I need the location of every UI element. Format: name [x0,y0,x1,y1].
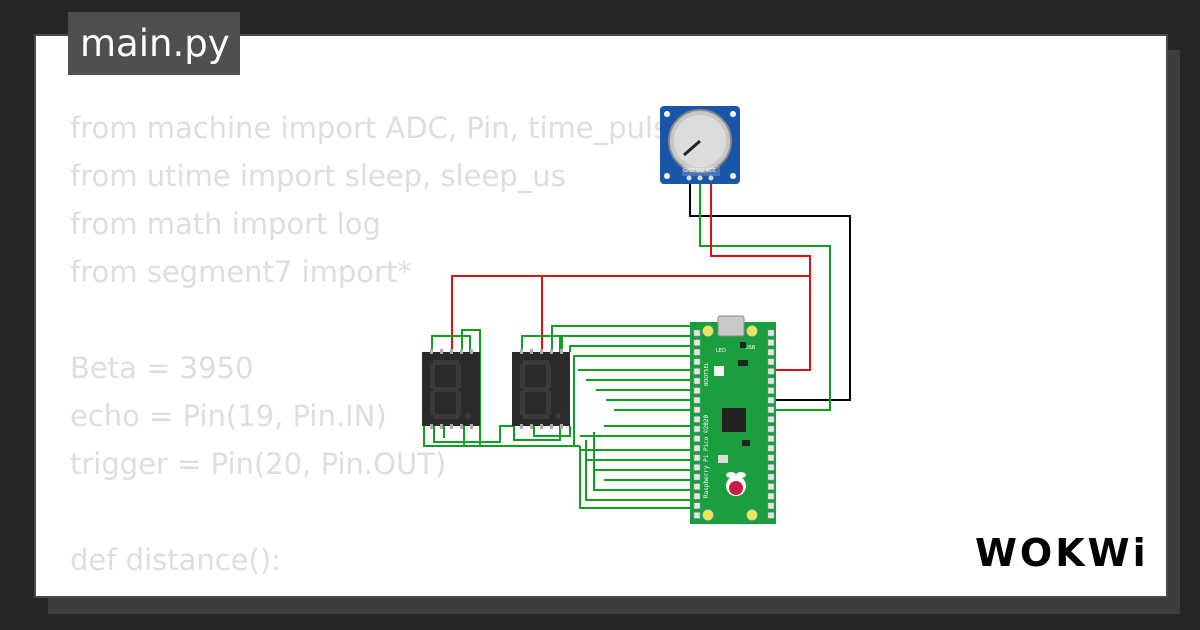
header-pin [693,348,701,356]
header-pin [693,387,701,394]
wire-green [431,335,471,352]
header-pin [767,435,775,442]
header-pin [767,502,775,510]
header-pin [693,329,701,337]
header-pin [767,473,775,481]
header-pin [693,435,701,442]
mounting-hole [702,325,714,337]
wire-green [569,345,692,352]
wire-sig [699,178,831,411]
header-pin [693,406,701,414]
header-pin [693,377,701,385]
header-pin [693,502,701,510]
header-pin [693,464,701,471]
wire-green [573,355,692,446]
wire-green [423,426,470,447]
header-pin [693,339,701,346]
header-pin [767,377,775,385]
wire-green [579,446,692,509]
header-pin [767,492,775,500]
header-pin [693,454,701,462]
pin-headers [693,329,775,519]
header-pin [767,339,775,346]
header-pin [767,454,775,462]
header-pin [767,406,775,414]
header-pin [693,473,701,481]
pin-label-vcc: VCC [706,168,717,174]
code-line: echo = Pin(19, Pin.IN) [70,399,387,433]
pin-label-gnd: GND [683,168,695,174]
wire-gnd [689,178,851,401]
seven-segment-display-2[interactable] [512,349,570,429]
wire-vcc [710,178,811,371]
code-line: def distance(): [70,543,281,577]
wires [423,178,851,509]
mounting-hole [702,509,714,521]
wire-green [463,426,580,447]
header-pin [767,425,775,433]
bootsel-label: BOOTSEL [704,362,710,386]
bootsel-button[interactable] [714,366,724,376]
mounting-hole [746,325,758,337]
code-line: from segment7 import* [70,255,412,289]
potentiometer[interactable]: GND SIG VCC [660,106,740,184]
header-pin [693,358,701,366]
raspberry-pi-pico[interactable]: USB LED Raspberry Pi Pico ©2020 BOOTSEL [690,315,776,524]
knob-indicator [683,139,701,157]
header-pin [693,368,701,375]
header-pin [767,348,775,356]
header-pin [767,464,775,471]
wire-green [533,426,571,437]
mounting-hole [746,509,758,521]
header-pin [767,368,775,375]
segments [520,360,561,419]
header-pin [767,387,775,394]
header-pin [693,425,701,433]
wokwi-logo: WOKWi [975,531,1149,575]
header-pin [767,444,775,452]
code-line: Beta = 3950 [70,351,254,385]
rp2040-chip [722,408,746,432]
header-pin [693,396,701,404]
raspberry-logo [726,472,746,496]
wire-green [593,432,692,491]
wire-green [561,335,692,352]
seven-segment-display-1[interactable] [422,349,480,429]
header-pin [693,444,701,452]
file-tab[interactable]: main.py [68,12,240,75]
led-label: LED [716,348,726,354]
header-pin [767,416,775,423]
wire-green [521,335,561,352]
wire-red-display1 [451,275,810,352]
wire-green [551,325,700,352]
header-pin [767,512,775,519]
usb-label: USB [745,345,756,351]
header-pin [767,358,775,366]
usb-connector [717,315,745,337]
header-pin [767,329,775,337]
pin-label-sig: SIG [696,168,705,174]
code-line: trigger = Pin(20, Pin.OUT) [70,447,447,481]
code-line: from utime import sleep, sleep_us [70,159,566,193]
segments [430,360,471,419]
header-pin [693,512,701,519]
preview-panel: from machine import ADC, Pin, time_pulse… [34,34,1168,598]
header-pin [767,396,775,404]
code-line: from math import log [70,207,381,241]
board-silkscreen: Raspberry Pi Pico ©2020 [703,415,710,498]
header-pin [767,483,775,490]
header-pin [693,483,701,490]
header-pin [693,492,701,500]
header-pin [693,416,701,423]
wire-green [513,426,561,441]
wire-green [433,425,514,443]
